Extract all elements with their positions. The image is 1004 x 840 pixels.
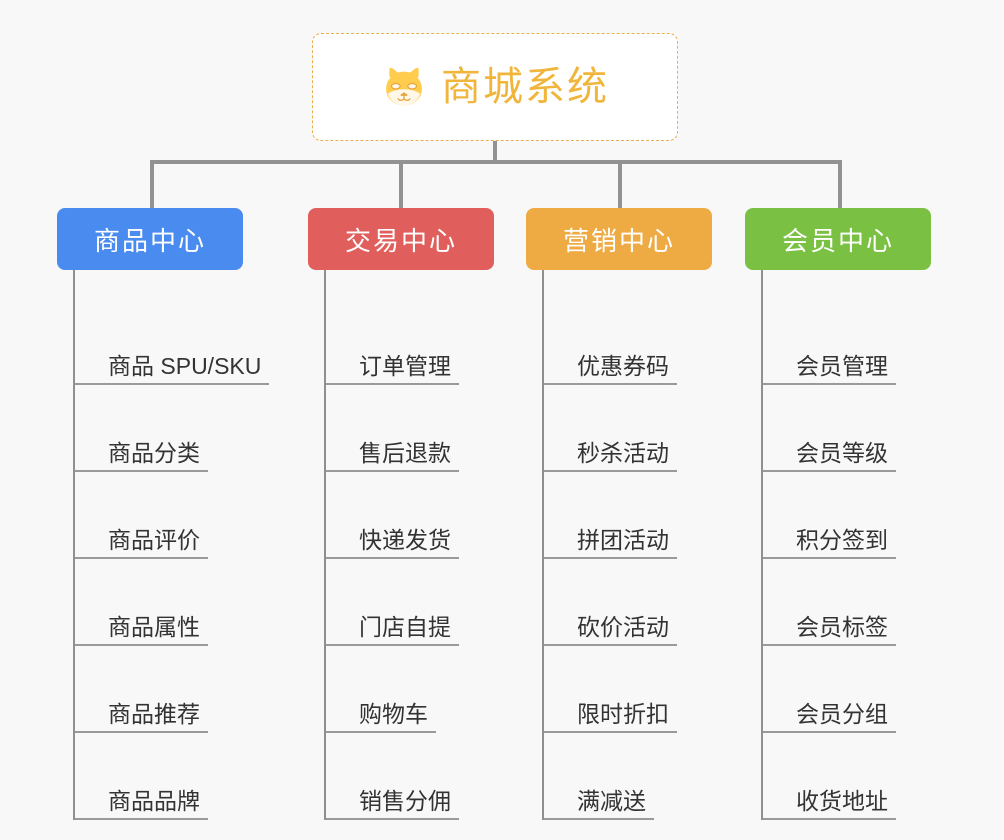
list-item-label: 商品属性	[108, 613, 200, 640]
list-item-label: 售后退款	[359, 439, 451, 466]
list-item-rule	[326, 557, 459, 559]
list-item[interactable]: 砍价活动	[544, 559, 712, 646]
root-title: 商城系统	[441, 65, 609, 109]
leaf-list-product-center: 商品 SPU/SKU 商品分类 商品评价 商品属性 商品推荐 商品品牌	[73, 270, 269, 820]
list-item-rule	[326, 818, 459, 820]
connector-drop-trade-center	[399, 160, 403, 210]
list-item[interactable]: 会员分组	[763, 646, 931, 733]
column-trade-center: 交易中心 订单管理 售后退款 快递发货 门店自提 购物车 销售分佣	[308, 208, 494, 820]
list-item[interactable]: 售后退款	[326, 385, 494, 472]
list-item[interactable]: 拼团活动	[544, 472, 712, 559]
connector-drop-member-center	[838, 160, 842, 210]
list-item[interactable]: 收货地址	[763, 733, 931, 820]
list-item-rule	[326, 731, 436, 733]
list-item[interactable]: 商品推荐	[75, 646, 243, 733]
list-item[interactable]: 购物车	[326, 646, 494, 733]
category-header-product-center[interactable]: 商品中心	[57, 208, 243, 270]
list-item-rule	[544, 644, 677, 646]
list-item-rule	[75, 818, 208, 820]
list-item[interactable]: 秒杀活动	[544, 385, 712, 472]
list-item-rule	[544, 383, 677, 385]
list-item[interactable]: 积分签到	[763, 472, 931, 559]
list-item-rule	[544, 818, 654, 820]
list-item-label: 销售分佣	[359, 787, 451, 814]
list-item-label: 购物车	[359, 700, 428, 727]
list-item[interactable]: 满减送	[544, 733, 712, 820]
list-item-label: 砍价活动	[577, 613, 669, 640]
leaf-list-member-center: 会员管理 会员等级 积分签到 会员标签 会员分组 收货地址	[761, 270, 931, 820]
connector-trunk	[493, 141, 497, 163]
list-item-rule	[763, 470, 896, 472]
list-item-label: 商品 SPU/SKU	[108, 352, 262, 379]
list-item-label: 商品分类	[108, 439, 200, 466]
root-node[interactable]: 商城系统	[312, 33, 678, 141]
list-item-label: 商品品牌	[108, 787, 200, 814]
list-item-rule	[326, 383, 459, 385]
list-item-rule	[763, 731, 896, 733]
list-item[interactable]: 商品评价	[75, 472, 243, 559]
list-item-rule	[326, 644, 459, 646]
list-item-label: 收货地址	[796, 787, 888, 814]
list-item-label: 商品评价	[108, 526, 200, 553]
list-item[interactable]: 商品 SPU/SKU	[75, 298, 269, 385]
category-header-trade-center[interactable]: 交易中心	[308, 208, 494, 270]
list-item-label: 拼团活动	[577, 526, 669, 553]
shiba-dog-face-icon	[386, 67, 422, 106]
list-item-rule	[763, 818, 896, 820]
leaf-list-marketing-center: 优惠券码 秒杀活动 拼团活动 砍价活动 限时折扣 满减送	[542, 270, 712, 820]
list-item-label: 门店自提	[359, 613, 451, 640]
column-product-center: 商品中心 商品 SPU/SKU 商品分类 商品评价 商品属性 商品推荐 商品品牌	[57, 208, 269, 820]
list-item[interactable]: 会员等级	[763, 385, 931, 472]
list-item-label: 优惠券码	[577, 352, 669, 379]
connector-bus	[150, 160, 842, 164]
list-item-label: 限时折扣	[577, 700, 669, 727]
list-item[interactable]: 门店自提	[326, 559, 494, 646]
list-item[interactable]: 销售分佣	[326, 733, 494, 820]
list-item-label: 会员分组	[796, 700, 888, 727]
list-item-rule	[544, 557, 677, 559]
list-item-rule	[75, 557, 208, 559]
list-item-rule	[544, 731, 677, 733]
list-item-rule	[75, 383, 269, 385]
list-item-label: 商品推荐	[108, 700, 200, 727]
list-item-rule	[544, 470, 677, 472]
category-header-member-center[interactable]: 会员中心	[745, 208, 931, 270]
list-item-label: 快递发货	[359, 526, 451, 553]
list-item-rule	[75, 470, 208, 472]
list-item-label: 会员标签	[796, 613, 888, 640]
list-item[interactable]: 订单管理	[326, 298, 494, 385]
list-item-label: 会员管理	[796, 352, 888, 379]
list-item-rule	[75, 731, 208, 733]
column-marketing-center: 营销中心 优惠券码 秒杀活动 拼团活动 砍价活动 限时折扣 满减送	[526, 208, 712, 820]
list-item-label: 满减送	[577, 787, 646, 814]
list-item[interactable]: 会员标签	[763, 559, 931, 646]
list-item[interactable]: 会员管理	[763, 298, 931, 385]
connector-drop-marketing-center	[618, 160, 622, 210]
list-item-label: 订单管理	[359, 352, 451, 379]
list-item-label: 积分签到	[796, 526, 888, 553]
list-item[interactable]: 商品属性	[75, 559, 243, 646]
column-member-center: 会员中心 会员管理 会员等级 积分签到 会员标签 会员分组 收货地址	[745, 208, 931, 820]
list-item[interactable]: 快递发货	[326, 472, 494, 559]
list-item[interactable]: 商品品牌	[75, 733, 243, 820]
list-item-rule	[75, 644, 208, 646]
list-item-rule	[763, 644, 896, 646]
list-item[interactable]: 商品分类	[75, 385, 243, 472]
category-header-marketing-center[interactable]: 营销中心	[526, 208, 712, 270]
list-item-rule	[763, 557, 896, 559]
list-item-rule	[763, 383, 896, 385]
connector-drop-product-center	[150, 160, 154, 210]
list-item[interactable]: 限时折扣	[544, 646, 712, 733]
leaf-list-trade-center: 订单管理 售后退款 快递发货 门店自提 购物车 销售分佣	[324, 270, 494, 820]
list-item-rule	[326, 470, 459, 472]
list-item-label: 会员等级	[796, 439, 888, 466]
list-item-label: 秒杀活动	[577, 439, 669, 466]
list-item[interactable]: 优惠券码	[544, 298, 712, 385]
